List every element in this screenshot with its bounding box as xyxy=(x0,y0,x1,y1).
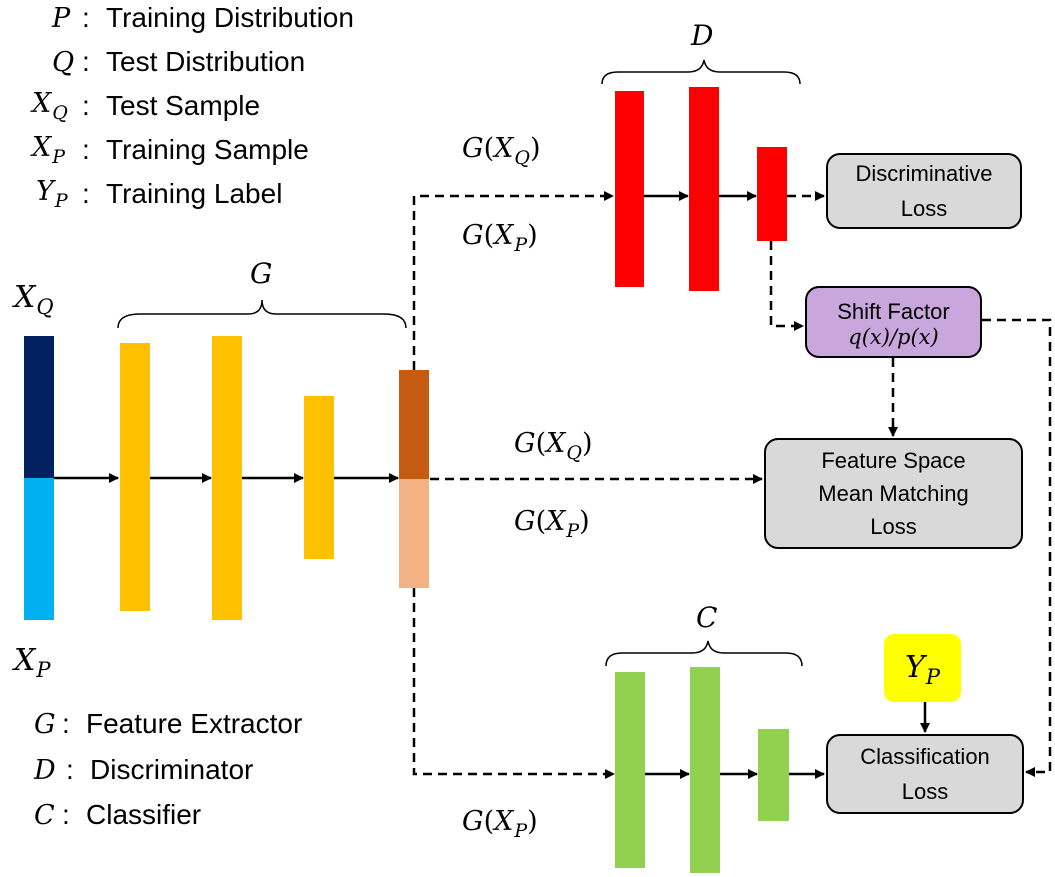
legend-colon: : xyxy=(62,708,70,739)
classifier-layer-1 xyxy=(615,672,645,868)
feature-extractor-layer-3 xyxy=(304,396,334,559)
network-label-d: D xyxy=(691,19,714,52)
discriminator-layer-3 xyxy=(757,147,787,241)
feature-output-test xyxy=(399,370,429,479)
brace-c xyxy=(605,640,803,667)
feature-label-gxp-d: G(XP) xyxy=(462,220,538,256)
brace-d xyxy=(601,59,801,85)
legend-colon: : xyxy=(62,799,70,830)
legend-colon: : xyxy=(66,754,74,785)
legend-desc: Test Distribution xyxy=(106,46,306,77)
feature-label-gxp-c: G(XP) xyxy=(462,806,538,842)
legend-colon: : xyxy=(82,46,90,77)
legend-desc: Classifier xyxy=(86,799,202,830)
discriminator-layer-2 xyxy=(689,87,719,291)
legend-symbol: YP xyxy=(36,176,68,212)
feature-label-gxq-d: G(XQ) xyxy=(462,133,541,169)
feature-label-gxp-mm: G(XP) xyxy=(514,506,590,542)
legend-symbol: G xyxy=(34,709,56,740)
feature-label-gxq-mm: G(XQ) xyxy=(514,428,593,464)
box-line: Discriminative xyxy=(855,160,993,186)
legend-symbol: P xyxy=(52,3,71,34)
feature-output-train xyxy=(399,479,429,588)
brace-g xyxy=(117,299,407,329)
box-line: Loss xyxy=(901,779,949,804)
feature-extractor-layer-1 xyxy=(120,343,150,611)
feature-extractor-layer-2 xyxy=(212,336,242,620)
input-label-xq: XQ xyxy=(14,280,54,319)
legend-symbol: Q xyxy=(52,47,75,78)
classifier-layer-3 xyxy=(758,729,789,821)
discriminator-layer-1 xyxy=(615,91,644,287)
legend-symbol: C xyxy=(34,800,55,831)
input-label-xp: XP xyxy=(14,643,51,682)
shift-factor-box: Shift Factor q(x)/p(x) xyxy=(805,286,982,358)
input-bar-train xyxy=(24,478,54,620)
classification-loss-box: Classification Loss xyxy=(826,734,1024,814)
input-bar-test xyxy=(24,336,54,478)
legend-colon: : xyxy=(82,178,90,209)
mean-matching-loss-box: Feature Space Mean Matching Loss xyxy=(764,438,1023,549)
box-line: Feature Space xyxy=(821,448,966,473)
shift-formula: q(x)/p(x) xyxy=(848,325,939,350)
training-label-box: YP xyxy=(884,634,961,702)
box-line: Loss xyxy=(870,514,917,539)
training-label-symbol: YP xyxy=(905,650,940,689)
legend-desc: Training Sample xyxy=(106,134,309,165)
dashed-d-to-shift xyxy=(769,241,804,331)
dashed-shift-to-classification xyxy=(982,318,1052,777)
dashed-g-to-d xyxy=(412,191,614,370)
box-line: Loss xyxy=(900,196,948,221)
legend-symbol: D xyxy=(34,755,56,786)
legend-desc: Test Sample xyxy=(106,90,261,121)
classifier-layer-2 xyxy=(690,667,720,873)
network-label-c: C xyxy=(696,601,718,634)
legend-desc: Training Distribution xyxy=(106,2,354,33)
legend-colon: : xyxy=(82,134,90,165)
legend-symbol: XQ xyxy=(32,88,68,124)
legend-desc: Discriminator xyxy=(90,754,254,785)
box-line: Classification xyxy=(860,743,990,769)
legend-desc: Feature Extractor xyxy=(86,708,303,739)
dashed-g-to-c xyxy=(412,588,615,779)
legend-desc: Training Label xyxy=(106,178,283,209)
network-label-g: G xyxy=(250,257,273,290)
legend-colon: : xyxy=(82,90,90,121)
box-line: Mean Matching xyxy=(818,481,969,506)
legend-colon: : xyxy=(82,2,90,33)
box-line: Shift Factor xyxy=(837,298,950,324)
discriminative-loss-box: Discriminative Loss xyxy=(826,153,1022,229)
legend-symbol: XP xyxy=(32,132,66,168)
